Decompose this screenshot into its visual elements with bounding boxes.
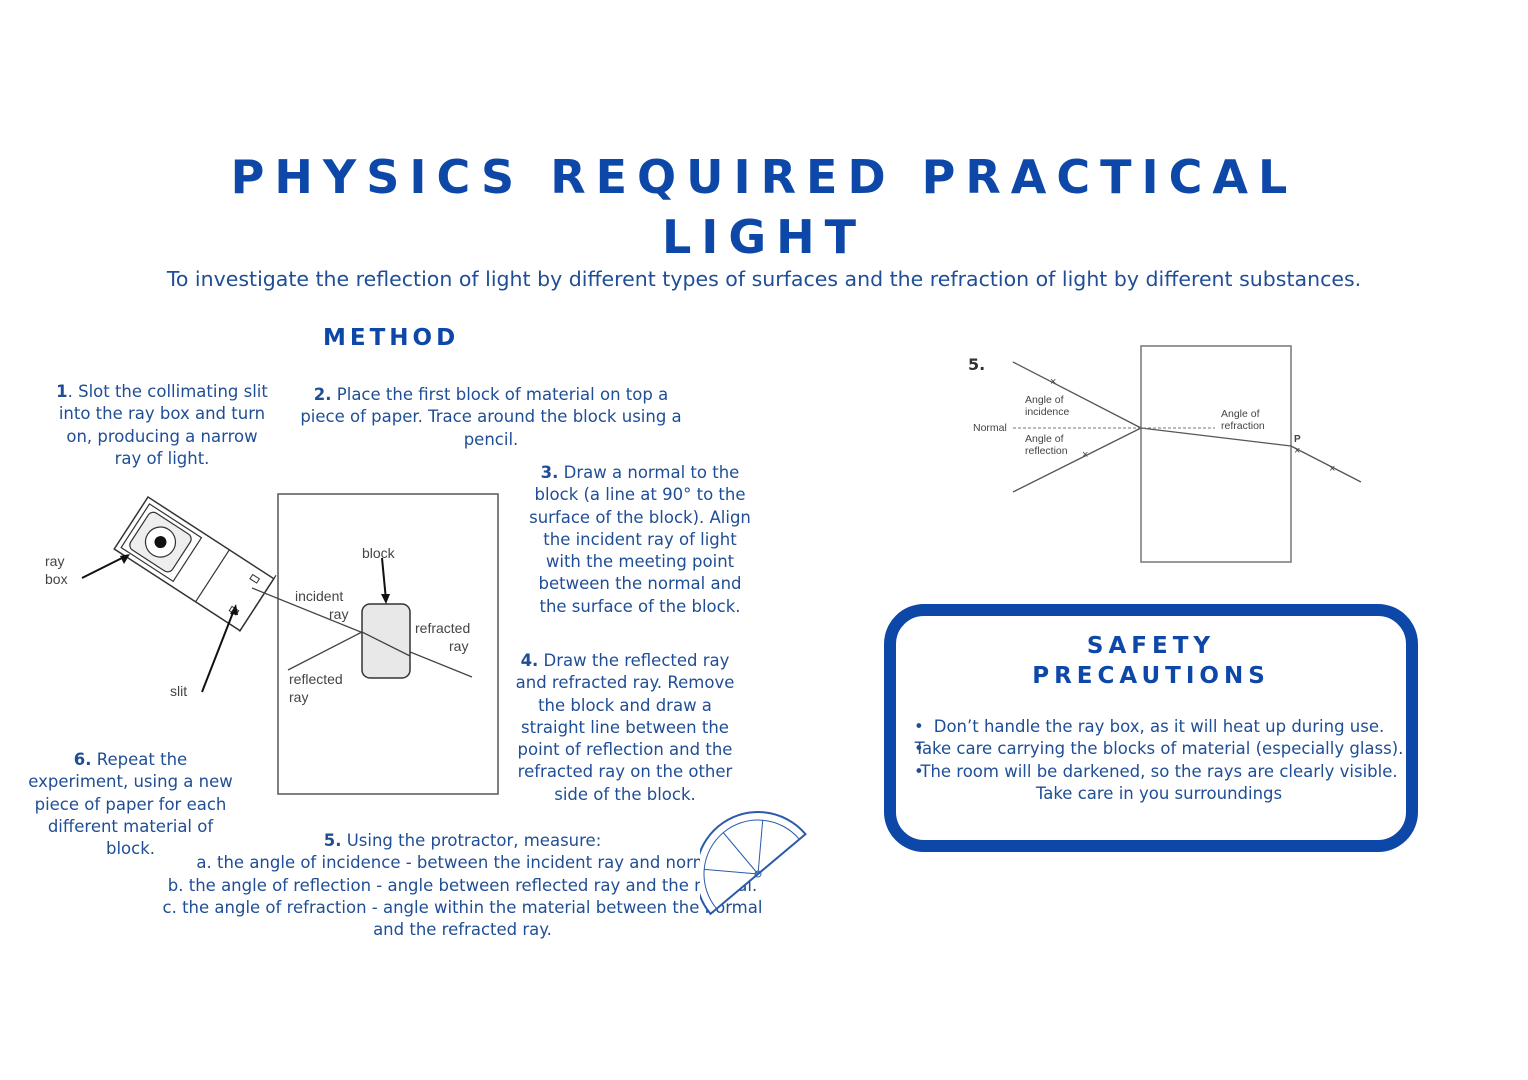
glass-block: [361, 603, 411, 679]
method-step-2: 2. Place the first block of material on …: [300, 384, 682, 451]
paper-outline: [277, 493, 499, 795]
page-title: PHYSICS REQUIRED PRACTICAL: [230, 150, 1298, 204]
step-text: Using the protractor, measure:: [341, 831, 602, 850]
bullet-icon: •: [914, 739, 924, 759]
slit-pointer: [201, 609, 235, 693]
step-number: 5.: [323, 831, 342, 850]
step-number: 3.: [540, 463, 559, 482]
safety-item: •Take care carrying the blocks of materi…: [914, 738, 1404, 760]
label-angle-refraction: Angle of refraction: [1221, 408, 1265, 432]
cross-mark: ×: [1082, 449, 1088, 461]
step-5-c: c. the angle of refraction - angle withi…: [162, 897, 763, 940]
method-heading: METHOD: [323, 325, 460, 351]
safety-title-line-2: PRECAUTIONS: [1032, 663, 1270, 689]
step-number: 2.: [313, 385, 332, 404]
safety-title-line-1: SAFETY: [1086, 633, 1216, 659]
diagram-2-number: 5.: [968, 355, 986, 374]
step-text: Draw a normal to the block (a line at 90…: [529, 463, 751, 616]
step-text: Repeat the experiment, using a new piece…: [28, 750, 233, 859]
safety-item: Take care in you surroundings: [1035, 783, 1283, 803]
step-text: . Slot the collimating slit into the ray…: [58, 382, 268, 468]
ray-box-icon: [113, 495, 277, 635]
safety-list: •Don’t handle the ray box, as it will he…: [914, 716, 1404, 805]
reflected-ray-line: [287, 631, 363, 671]
step-5-a: a. the angle of incidence - between the …: [196, 853, 729, 873]
protractor-icon: [700, 811, 807, 916]
safety-item: •The room will be darkened, so the rays …: [914, 761, 1404, 783]
step-number: 6.: [73, 750, 92, 769]
method-step-3: 3. Draw a normal to the block (a line at…: [526, 462, 754, 618]
label-point: P: [1294, 434, 1301, 445]
label-normal: Normal: [973, 422, 1007, 434]
cross-mark: ×: [1050, 376, 1056, 388]
block-pointer: [381, 557, 387, 601]
method-step-4: 4. Draw the reflected ray and refracted …: [515, 650, 735, 806]
bullet-icon: •: [914, 717, 924, 736]
step-number: 1: [56, 382, 68, 401]
step-5-b: b. the angle of reflection - angle betwe…: [167, 875, 758, 895]
angles-diagram: × × × × Normal Angle of incidence Angle …: [973, 345, 1362, 563]
ray-box-pointer: [81, 555, 127, 579]
method-step-5: 5. Using the protractor, measure: a. the…: [160, 830, 765, 941]
refracted-ray-line: [1140, 427, 1292, 447]
incident-ray-line: [1012, 361, 1142, 429]
label-angle-incidence: Angle of incidence: [1025, 394, 1070, 418]
step-number: 4.: [520, 651, 539, 670]
step-text: Place the first block of material on top…: [300, 385, 682, 449]
bullet-icon: •: [914, 761, 924, 781]
cross-mark: ×: [1294, 445, 1300, 457]
step-text: Draw the reflected ray and refracted ray…: [515, 651, 735, 804]
label-slit: slit: [170, 683, 187, 699]
block-outline: [1140, 345, 1292, 563]
safety-title: SAFETY PRECAUTIONS: [884, 631, 1418, 691]
aim-text: To investigate the reflection of light b…: [166, 267, 1362, 291]
label-block: block: [362, 545, 396, 561]
cross-mark: ×: [1329, 463, 1335, 475]
method-step-6: 6. Repeat the experiment, using a new pi…: [28, 749, 233, 860]
emergent-ray-line: [1290, 445, 1362, 483]
label-angle-reflection: Angle of reflection: [1025, 433, 1068, 457]
reflected-ray-line: [1012, 427, 1142, 493]
page-title-topic: LIGHT: [661, 210, 867, 264]
method-step-1: 1. Slot the collimating slit into the ra…: [52, 381, 272, 470]
safety-box: [884, 604, 1418, 852]
safety-item: •Don’t handle the ray box, as it will he…: [914, 716, 1404, 738]
